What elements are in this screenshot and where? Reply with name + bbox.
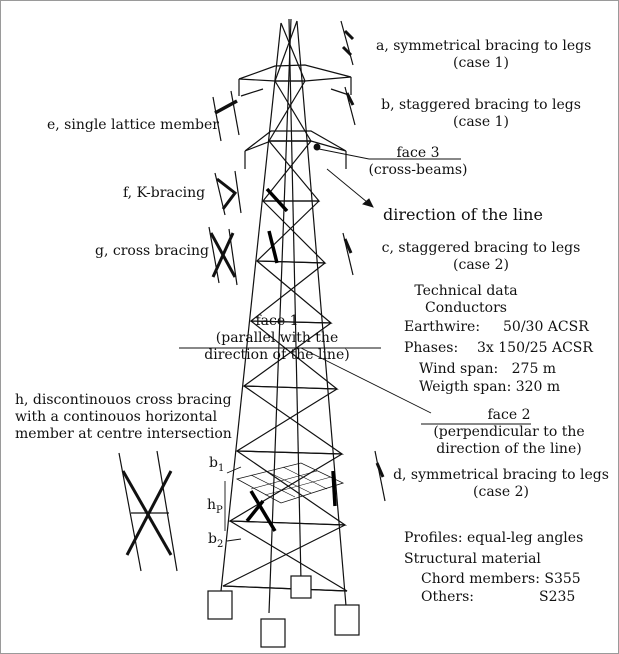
dim-hp-main: h [207, 497, 217, 513]
technical-title-line2: Conductors [425, 300, 507, 316]
label-a: a, symmetrical bracing to legs (case 1) [376, 38, 592, 72]
phases-value: 3x 150/25 ACSR [477, 340, 593, 356]
detail-f [214, 170, 242, 216]
label-face1-line3: direction of the line) [204, 347, 350, 363]
earthwire-value: 50/30 ACSR [503, 319, 589, 335]
label-h-line1: h, discontinouos cross bracing [15, 392, 232, 408]
dim-b1-main: b [209, 455, 218, 471]
others-label: Others: [421, 589, 474, 605]
label-face2-line2: (perpendicular to the [433, 424, 585, 440]
dim-hp: hP [207, 497, 223, 516]
label-face2-line1: face 2 [487, 407, 531, 423]
label-face2: face 2 (perpendicular to the direction o… [421, 407, 597, 458]
dim-b1-sub: 1 [217, 462, 225, 474]
earthwire-label: Earthwire: [404, 319, 481, 335]
label-h: h, discontinouos cross bracing with a co… [15, 392, 232, 443]
label-g: g, cross bracing [95, 243, 209, 259]
detail-b [344, 86, 356, 126]
label-d-line2: (case 2) [473, 484, 529, 500]
others-value: S235 [539, 589, 576, 605]
label-c: c, staggered bracing to legs (case 2) [376, 240, 586, 274]
label-h-line3: member at centre intersection [15, 426, 232, 442]
label-a-line2: (case 1) [453, 55, 509, 71]
detail-h [118, 450, 178, 572]
label-d-line1: d, symmetrical bracing to legs [393, 467, 609, 483]
dim-b1: b1 [209, 455, 225, 474]
label-face3-line1: face 3 [396, 145, 440, 161]
weight-span: Weigth span: 320 m [419, 379, 561, 395]
tower-lattice [220, 18, 352, 614]
label-direction: direction of the line [383, 205, 543, 224]
wind-span: Wind span: 275 m [419, 361, 557, 377]
label-a-line1: a, symmetrical bracing to legs [376, 38, 592, 54]
foundation-blocks [207, 575, 360, 648]
label-face1-line2: (parallel with the [215, 330, 339, 346]
leader-lines [179, 143, 531, 542]
detail-sketches [118, 20, 386, 572]
label-b-line1: b, staggered bracing to legs [381, 97, 581, 113]
label-face3-line2: (cross-beams) [368, 162, 468, 178]
label-face2-line3: direction of the line) [436, 441, 582, 457]
label-c-line1: c, staggered bracing to legs [381, 240, 581, 256]
label-c-line2: (case 2) [453, 257, 509, 273]
detail-a [340, 20, 355, 66]
label-f: f, K-bracing [123, 185, 206, 201]
label-face1-line1: face 1 [255, 313, 299, 329]
label-b: b, staggered bracing to legs (case 1) [376, 97, 586, 131]
material-title: Structural material [404, 551, 541, 567]
chord-members: Chord members: S355 [421, 571, 581, 587]
detail-c [342, 232, 354, 276]
detail-g [208, 226, 238, 286]
label-b-line2: (case 1) [453, 114, 509, 130]
dim-b2-main: b [208, 531, 217, 547]
detail-e [212, 90, 240, 142]
label-e: e, single lattice member [47, 117, 219, 133]
label-d: d, symmetrical bracing to legs (case 2) [389, 467, 613, 501]
detail-d [374, 450, 386, 502]
tower-highlighted-members [245, 187, 337, 532]
dim-b2-sub: 2 [216, 538, 224, 550]
label-face1: face 1 (parallel with the direction of t… [179, 313, 375, 364]
phases-label: Phases: [404, 340, 459, 356]
dim-hp-sub: P [216, 504, 223, 516]
profiles-label: Profiles: equal-leg angles [404, 530, 584, 546]
technical-title-line1: Technical data [414, 283, 518, 299]
technical-title: Technical data Conductors [406, 283, 526, 317]
label-h-line2: with a continouos horizontal [15, 409, 218, 425]
label-face3: face 3 (cross-beams) [363, 145, 473, 179]
dim-b2: b2 [208, 531, 224, 550]
